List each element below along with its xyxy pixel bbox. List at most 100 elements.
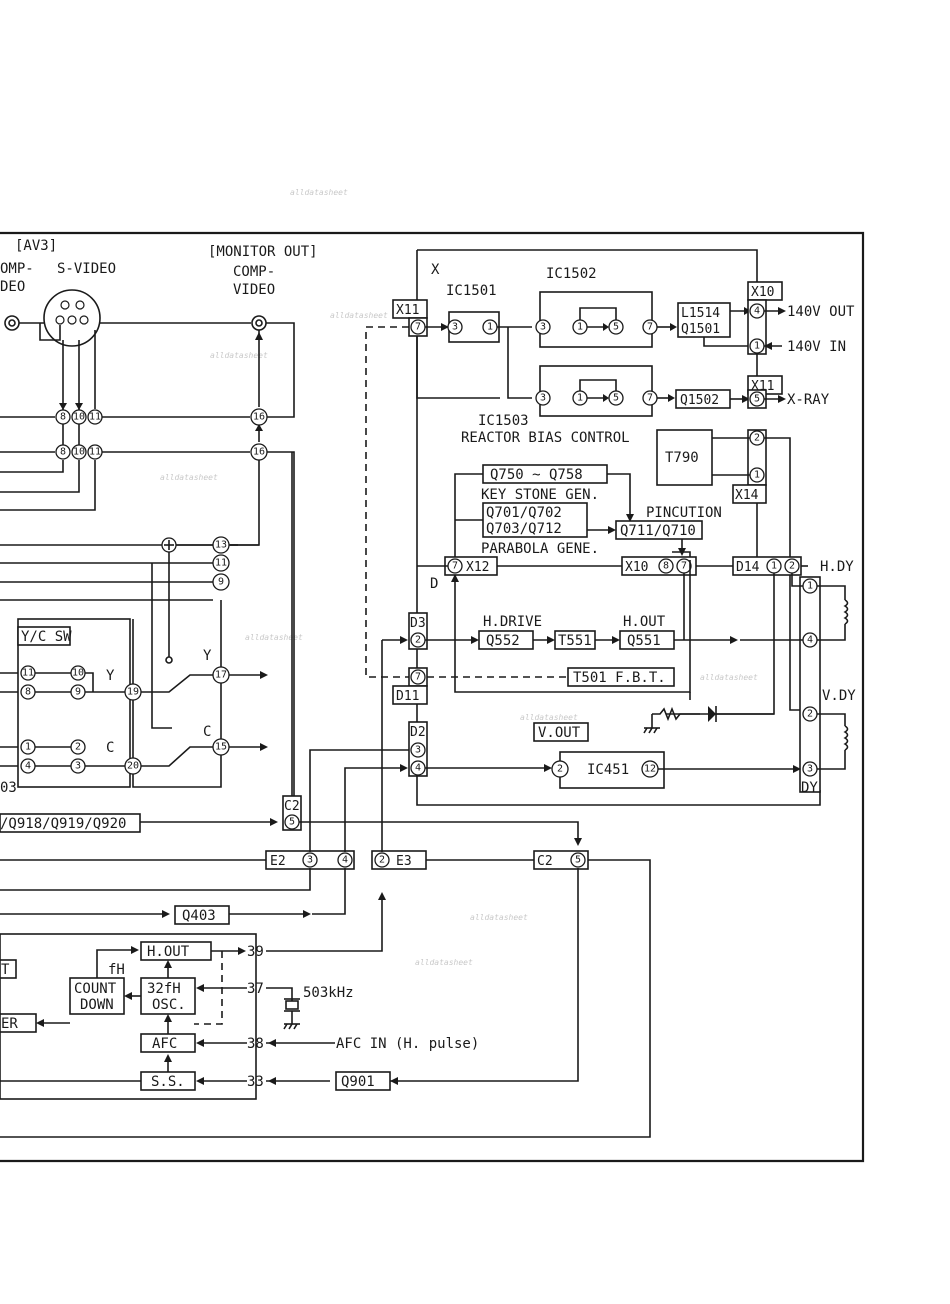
svg-text:8: 8	[60, 447, 66, 458]
svg-text:D11: D11	[396, 689, 419, 704]
svg-text:DOWN: DOWN	[80, 997, 114, 1013]
watermark: alldatasheet	[210, 351, 268, 360]
watermark: alldatasheet	[290, 188, 348, 197]
pin-33: 33	[247, 1074, 264, 1090]
pin-38: 38	[247, 1036, 264, 1052]
svg-text:9: 9	[75, 687, 81, 698]
svg-text:16: 16	[253, 447, 265, 458]
output-140v-out: 140V OUT	[787, 304, 855, 320]
watermark: alldatasheet	[520, 713, 578, 722]
hdy-label: H.DY	[820, 559, 854, 575]
watermark-group: alldatasheet alldatasheet alldatasheet a…	[160, 188, 758, 967]
connector-x14	[732, 484, 767, 504]
svg-text:3: 3	[415, 745, 421, 756]
y-label-2: Y	[203, 648, 212, 664]
svg-text:1: 1	[807, 581, 813, 592]
monitor-comp-label: COMP-	[233, 264, 275, 280]
svg-text:4: 4	[754, 306, 760, 317]
svg-text:19: 19	[127, 687, 139, 698]
outer-frame	[0, 231, 865, 1163]
svg-text:7: 7	[681, 561, 687, 572]
svg-text:4: 4	[807, 635, 813, 646]
deflection-coil-icon	[817, 713, 849, 770]
ic1503-label: IC1503	[478, 413, 529, 429]
reactor-bias-label: REACTOR BIAS CONTROL	[461, 430, 630, 446]
q918-label: /Q918/Q919/Q920	[0, 816, 126, 832]
svg-text:17: 17	[215, 670, 227, 681]
svg-text:20: 20	[127, 761, 139, 772]
dy-connector	[799, 576, 821, 793]
comp-fragment: OMP-	[0, 261, 34, 277]
svg-text:1: 1	[754, 341, 760, 352]
output-x-ray: X-RAY	[787, 392, 830, 408]
svg-text:Q703/Q712: Q703/Q712	[486, 521, 562, 537]
hdrive-label: H.DRIVE	[483, 614, 542, 630]
fragment-03: 03	[0, 780, 17, 796]
q551-label: Q551	[627, 633, 661, 649]
svg-text:AFC: AFC	[152, 1036, 177, 1052]
dy-label: DY	[801, 780, 818, 796]
t790-label: T790	[665, 450, 699, 466]
svg-text:4: 4	[25, 761, 31, 772]
svg-text:C2: C2	[284, 799, 300, 814]
svg-text:1: 1	[771, 561, 777, 572]
svg-text:5: 5	[289, 817, 295, 828]
svg-text:2: 2	[754, 433, 760, 444]
q711-label: Q711/Q710	[620, 523, 696, 539]
svg-text:OSC.: OSC.	[152, 997, 186, 1013]
deflection-coil-icon	[817, 585, 849, 641]
osc32-block	[140, 977, 196, 1015]
pin-39: 39	[247, 944, 264, 960]
svg-text:X14: X14	[735, 488, 759, 503]
vout-label: V.OUT	[538, 725, 581, 741]
svg-text:4: 4	[415, 763, 421, 774]
svg-text:2: 2	[415, 635, 421, 646]
ycsw-label: Y/C SW	[21, 629, 72, 645]
svg-text:8: 8	[60, 412, 66, 423]
svg-text:L1514: L1514	[681, 306, 720, 321]
pin-group-switch: 13 11 9	[212, 536, 230, 591]
svg-text:C2: C2	[537, 854, 553, 869]
svg-text:11: 11	[89, 412, 101, 423]
parabola-label: PARABOLA GENE.	[481, 541, 599, 557]
pin-group-av: 8 10 11 16 8 10 11 16	[55, 408, 268, 461]
pin-group-ycsw: 11 8 10 9 1 4 2 3 19 20 17 15	[20, 665, 230, 775]
watermark: alldatasheet	[160, 473, 218, 482]
svg-text:8: 8	[25, 687, 31, 698]
svg-text:3: 3	[807, 764, 813, 775]
d-label: D	[430, 576, 438, 592]
t501-label: T501 F.B.T.	[573, 670, 666, 686]
crystal-freq: 503kHz	[303, 985, 354, 1001]
av3-label: [AV3]	[15, 238, 57, 254]
svg-text:3: 3	[307, 855, 313, 866]
svg-text:COUNT: COUNT	[74, 981, 117, 997]
svg-text:2: 2	[807, 709, 813, 720]
svg-text:3: 3	[452, 322, 458, 333]
pincution-label: PINCUTION	[646, 505, 722, 521]
svg-text:8: 8	[663, 561, 669, 572]
svg-text:1: 1	[577, 322, 583, 333]
deflection-processor-block	[0, 933, 257, 1100]
q403-box	[174, 905, 230, 925]
ic1502-block	[539, 291, 653, 348]
q750-label: Q750 ~ Q758	[490, 467, 583, 483]
svg-text:5: 5	[754, 394, 760, 405]
svg-text:Q1501: Q1501	[681, 322, 720, 337]
svg-text:X11: X11	[396, 303, 419, 318]
svg-text:2: 2	[75, 742, 81, 753]
svg-text:11: 11	[215, 558, 227, 569]
svg-text:7: 7	[452, 561, 458, 572]
pin-37: 37	[247, 981, 264, 997]
svg-text:16: 16	[253, 412, 265, 423]
svg-text:3: 3	[540, 393, 546, 404]
svg-text:32fH: 32fH	[147, 981, 181, 997]
svg-text:X12: X12	[466, 560, 489, 575]
svg-text:3: 3	[75, 761, 81, 772]
watermark: alldatasheet	[245, 633, 303, 642]
svideo-label: S-VIDEO	[57, 261, 116, 277]
c-label-2: C	[203, 724, 211, 740]
c-label-1: C	[106, 740, 114, 756]
ic451-label: IC451	[587, 762, 629, 778]
svg-text:13: 13	[215, 540, 227, 551]
